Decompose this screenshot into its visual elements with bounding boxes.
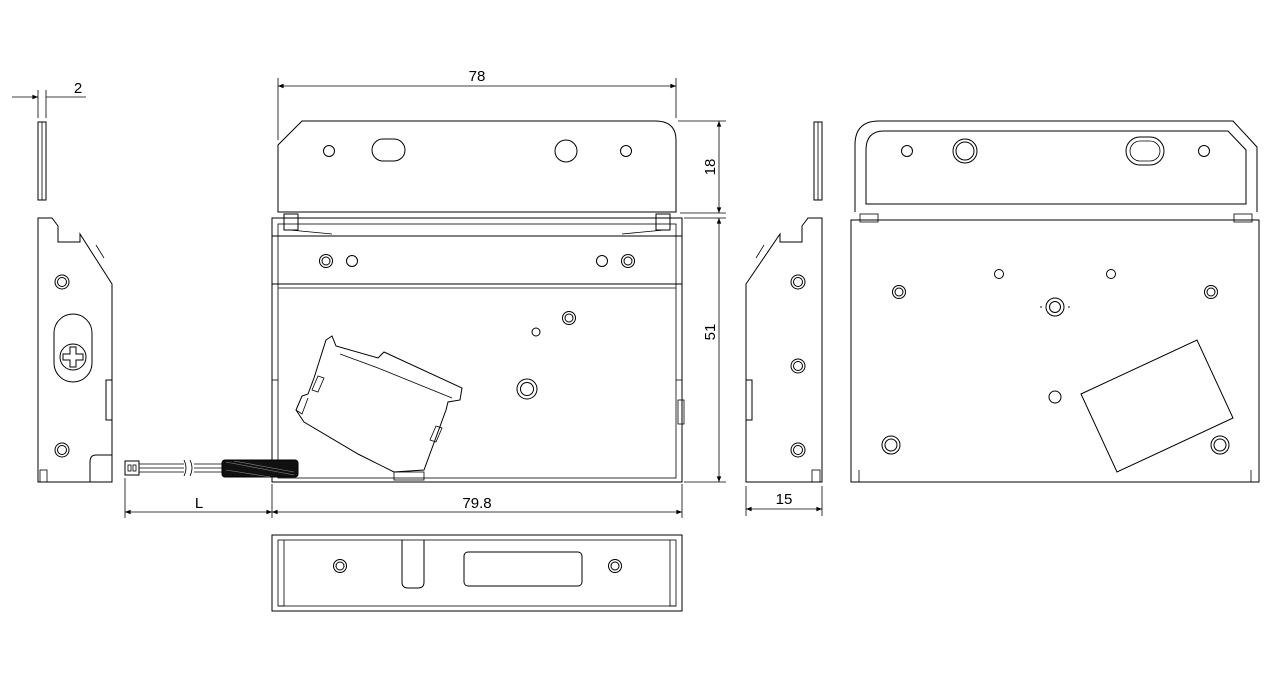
rear-main-body bbox=[850, 213, 1260, 483]
front-top-plate bbox=[277, 120, 677, 213]
bottom-width-label: 79.8 bbox=[462, 495, 491, 512]
cable-length-label: L bbox=[195, 495, 203, 512]
top-width-dimension: 78 bbox=[277, 68, 677, 140]
top-width-label: 78 bbox=[469, 68, 486, 85]
top-height-label: 18 bbox=[702, 159, 719, 176]
bottom-width-dimension: 79.8 bbox=[271, 484, 683, 518]
front-main-body bbox=[271, 213, 685, 483]
plate-thickness-dimension: 2 bbox=[12, 80, 86, 118]
connector-plug bbox=[124, 460, 140, 476]
bottom-view bbox=[271, 534, 683, 612]
top-height-dimension: 18 bbox=[678, 120, 726, 214]
body-height-label: 51 bbox=[702, 324, 719, 341]
side-depth-dimension: 15 bbox=[745, 486, 823, 516]
cable-length-dimension: L bbox=[124, 478, 273, 518]
cable-assembly bbox=[124, 459, 299, 478]
body-height-dimension: 51 bbox=[684, 217, 726, 483]
plate-thickness-label: 2 bbox=[74, 80, 82, 97]
left-side-view bbox=[37, 121, 113, 483]
rear-top-plate bbox=[854, 120, 1258, 212]
right-side-view bbox=[745, 121, 823, 483]
side-depth-label: 15 bbox=[776, 491, 793, 508]
